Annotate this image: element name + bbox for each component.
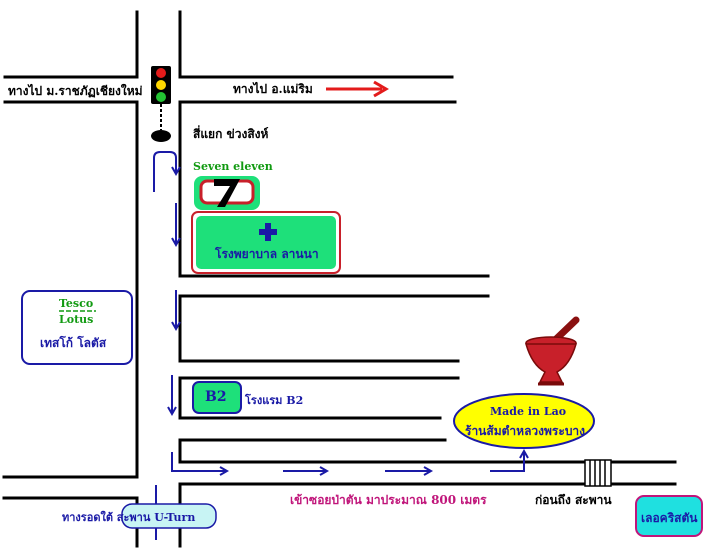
label-alley: เข้าซอยป่าตัน มาประมาณ 800 เมตร (290, 493, 487, 507)
traffic-light-icon (151, 66, 171, 142)
label-made-in-lao: Made in Lao (490, 405, 567, 418)
label-intersection: สี่แยก ข่วงสิงห์ (193, 127, 269, 141)
label-uturn: ทางรอดใต้ สะพาน U-Turn (62, 511, 196, 524)
label-hospital: โรงพยาบาล ลานนา (215, 247, 319, 261)
label-before-bridge: ก่อนถึง สะพาน (535, 493, 612, 507)
label-lotus: Lotus (59, 313, 94, 326)
shop-ellipse (453, 393, 595, 449)
label-seven-eleven: Seven eleven (193, 160, 273, 173)
mortar-pestle-icon (525, 316, 580, 386)
b2-badge (192, 381, 242, 414)
hospital-sign (191, 211, 341, 274)
tesco-lotus-box (21, 290, 133, 365)
bridge-icon (584, 459, 612, 487)
label-to-rajabhat: ทางไป ม.ราชภัฏเชียงใหม่ (8, 84, 143, 98)
route-arrows (153, 151, 529, 540)
label-shop-name: ร้านส้มตำหลวงพระบาง (465, 424, 586, 438)
seven-eleven-logo (194, 176, 260, 210)
red-arrow-right-icon (326, 80, 389, 98)
roads (2, 10, 677, 548)
label-b2-badge: B2 (205, 389, 227, 405)
right-bottom-box (635, 495, 703, 537)
label-tesco-thai: เทสโก้ โลตัส (40, 336, 107, 350)
label-right-box: เลอคริสตัน (641, 511, 698, 525)
label-to-maerim: ทางไป อ.แม่ริม (233, 82, 313, 96)
label-tesco: Tesco (59, 297, 94, 310)
label-b2-hotel: โรงแรม B2 (245, 394, 304, 407)
uturn-box (121, 503, 217, 529)
